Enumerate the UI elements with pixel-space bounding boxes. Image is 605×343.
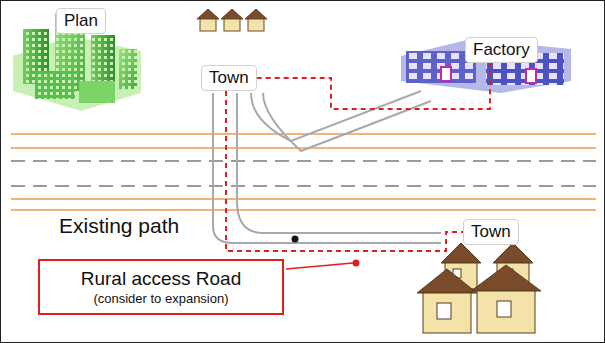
highway-lines [11,134,596,210]
callout-box: Rural access Road(consider to expansion) [38,259,284,315]
planned-road-line [257,63,490,109]
factory-building [401,39,571,93]
node-title: Plan [64,11,98,30]
node-title: Town [471,222,511,241]
leader-line [286,236,360,270]
place-label: Plan [56,8,106,34]
existing-path-lines [213,91,441,243]
path-label: Existing path [57,214,181,238]
node-title: Rural access Road [48,267,274,291]
node-title: Town [209,68,249,87]
node-title: Factory [473,40,530,59]
node-note: (consider to expansion) [48,291,274,307]
place-label: Town [201,65,257,91]
planned-road-line [226,91,463,251]
place-label: Town [463,219,519,245]
place-label: Factory [465,37,538,63]
town-houses [417,243,541,333]
town-houses [197,9,267,31]
